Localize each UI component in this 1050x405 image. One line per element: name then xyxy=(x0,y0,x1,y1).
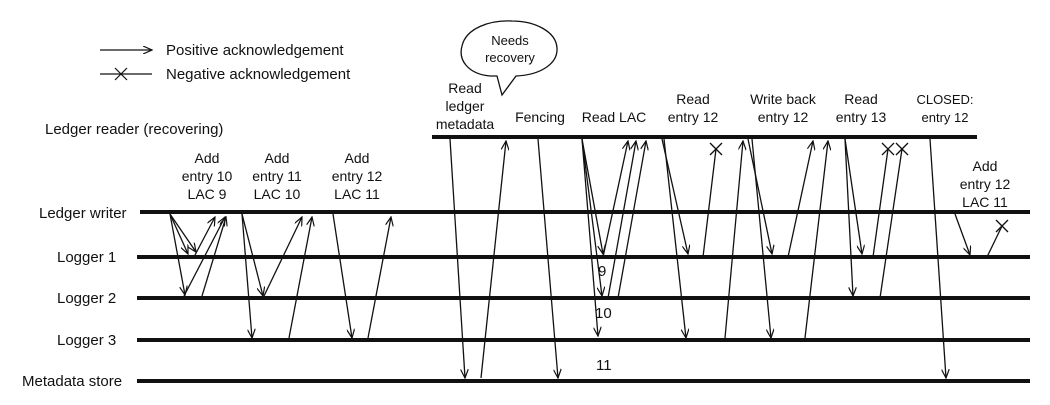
writer-op-add-entry-11: Add entry 11 LAC 10 xyxy=(252,150,302,202)
writer-op-add-entry-12: Add entry 12 LAC 11 xyxy=(332,150,383,202)
message-arrow xyxy=(367,217,391,339)
negative-ack-message xyxy=(872,148,889,258)
logger1-lane-label: Logger 1 xyxy=(57,249,116,266)
message-arrow xyxy=(954,213,970,255)
reader-op-read-entry-13: Read entry 13 xyxy=(836,91,887,125)
svg-text:Read LAC: Read LAC xyxy=(582,109,647,125)
message-arrow xyxy=(449,138,465,378)
svg-text:entry 12: entry 12 xyxy=(758,109,809,125)
negative-ack-message xyxy=(702,148,717,258)
positive-ack-legend-label: Positive acknowledgement xyxy=(166,42,344,59)
negative-ack-cross xyxy=(895,142,909,156)
lac-value-11: 11 xyxy=(596,357,612,374)
message-arrows xyxy=(169,138,1009,379)
lac-value-10: 10 xyxy=(595,305,612,322)
negative-ack-cross xyxy=(881,142,895,156)
message-arrow xyxy=(201,217,226,297)
svg-text:entry 12: entry 12 xyxy=(960,176,1011,192)
message-arrow xyxy=(751,138,771,338)
logger3-lane-label: Logger 3 xyxy=(57,332,116,349)
message-arrow xyxy=(663,138,686,338)
message-arrow xyxy=(804,141,828,339)
svg-text:entry 10: entry 10 xyxy=(182,168,233,184)
reader-op-fencing: Fencing xyxy=(515,109,565,125)
callout-line-1: Needs xyxy=(491,33,529,48)
message-arrow xyxy=(607,141,636,299)
logger2-lane-label: Logger 2 xyxy=(57,290,116,307)
svg-text:Add: Add xyxy=(195,150,220,166)
message-arrow xyxy=(844,138,862,254)
svg-text:ledger: ledger xyxy=(446,98,485,114)
message-arrow xyxy=(332,213,352,338)
svg-text:entry 13: entry 13 xyxy=(836,109,887,125)
svg-text:Add: Add xyxy=(265,150,290,166)
reader-lane-label: Ledger reader (recovering) xyxy=(45,121,223,138)
metadata-lane-label: Metadata store xyxy=(22,373,122,390)
svg-text:Write back: Write back xyxy=(750,91,817,107)
legend: Positive acknowledgement Negative acknow… xyxy=(100,42,351,83)
svg-text:Read: Read xyxy=(448,80,481,96)
reader-op-write-back: Write back entry 12 xyxy=(750,91,817,125)
callout-line-2: recovery xyxy=(485,50,535,65)
message-arrow xyxy=(581,138,603,254)
message-arrow xyxy=(288,217,312,339)
message-arrow xyxy=(241,213,252,338)
reader-op-read-entry-12: Read entry 12 xyxy=(668,91,719,125)
svg-text:Read: Read xyxy=(676,91,709,107)
svg-text:Read: Read xyxy=(844,91,877,107)
negative-ack-message xyxy=(986,225,1003,258)
svg-text:entry 11: entry 11 xyxy=(252,168,302,184)
svg-text:entry 12: entry 12 xyxy=(668,109,719,125)
svg-text:entry 12: entry 12 xyxy=(922,110,969,125)
message-arrow xyxy=(169,213,188,254)
reader-op-read-lac: Read LAC xyxy=(582,109,647,125)
message-arrow xyxy=(263,217,302,297)
svg-text:Fencing: Fencing xyxy=(515,109,565,125)
reader-op-read-metadata: Read ledger metadata xyxy=(436,80,495,132)
negative-ack-legend-label: Negative acknowledgement xyxy=(166,66,351,83)
callout-bubble xyxy=(460,20,558,97)
message-arrow xyxy=(169,213,185,295)
svg-text:Add: Add xyxy=(973,158,998,174)
message-arrow xyxy=(747,138,772,254)
message-arrow xyxy=(787,141,813,258)
svg-text:LAC 11: LAC 11 xyxy=(334,186,380,202)
reader-op-closed: CLOSED: entry 12 xyxy=(916,92,973,125)
svg-text:CLOSED:: CLOSED: xyxy=(916,92,973,107)
lanes: Ledger reader (recovering) Ledger writer… xyxy=(22,121,1030,390)
negative-ack-message xyxy=(879,148,903,299)
message-arrow xyxy=(183,217,225,297)
negative-ack-cross xyxy=(995,219,1009,233)
lac-value-9: 9 xyxy=(598,263,606,280)
message-arrow xyxy=(194,217,215,256)
message-arrow xyxy=(617,141,646,299)
svg-text:LAC 11: LAC 11 xyxy=(962,194,1008,210)
svg-text:LAC 10: LAC 10 xyxy=(254,186,301,202)
writer-op-add-entry-12-retry: Add entry 12 LAC 11 xyxy=(960,158,1011,210)
negative-ack-legend-cross xyxy=(114,67,128,81)
message-arrow xyxy=(169,213,196,252)
message-arrow xyxy=(602,141,628,258)
svg-text:metadata: metadata xyxy=(436,116,495,132)
message-arrow xyxy=(581,138,598,336)
svg-text:LAC 9: LAC 9 xyxy=(188,186,227,202)
message-arrow xyxy=(480,141,506,379)
needs-recovery-callout: Needs recovery xyxy=(460,20,558,97)
message-arrow xyxy=(241,213,263,296)
writer-op-add-entry-10: Add entry 10 LAC 9 xyxy=(182,150,233,202)
svg-text:Add: Add xyxy=(345,150,370,166)
message-arrow xyxy=(724,141,743,339)
svg-text:entry 12: entry 12 xyxy=(332,168,383,184)
message-arrow xyxy=(537,138,558,378)
message-arrow xyxy=(844,138,853,296)
writer-lane-label: Ledger writer xyxy=(39,205,127,222)
message-arrow xyxy=(581,138,602,296)
message-arrow xyxy=(929,138,946,378)
negative-ack-cross xyxy=(709,142,723,156)
